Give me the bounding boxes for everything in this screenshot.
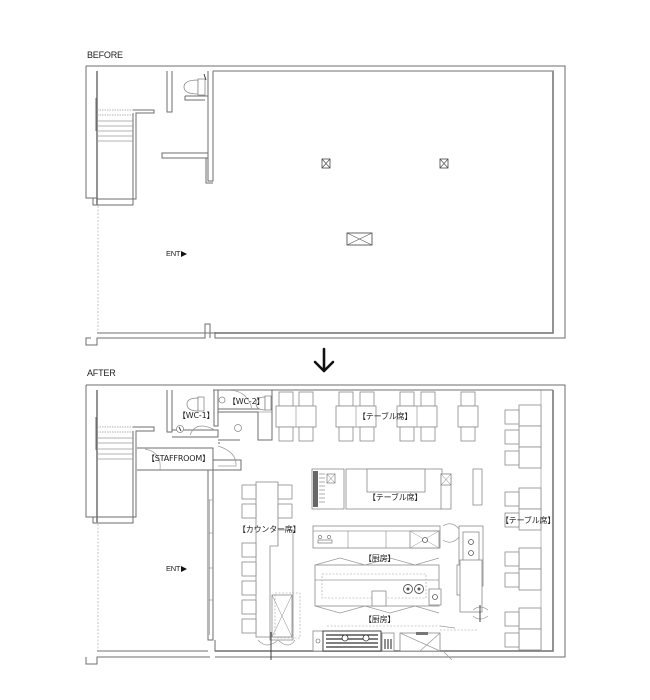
room-label-kitchen-lower: 【厨房】 (364, 615, 396, 624)
door-swing (144, 448, 161, 471)
sink-icon (218, 396, 226, 404)
stairs-icon (97, 109, 133, 142)
kitchen-counter-upper (312, 523, 484, 613)
sink-icon (176, 425, 184, 433)
toilet-icon (255, 395, 272, 411)
before-entrance-label: ENT (166, 249, 188, 258)
room-label-counter: 【カウンター席】 (238, 525, 301, 534)
room-label-table-center: 【テーブル席】 (368, 493, 423, 502)
room-label-kitchen-upper: 【厨房】 (364, 554, 396, 563)
door-swing (217, 445, 237, 467)
before-title: BEFORE (87, 50, 123, 60)
kitchen-counter-lower (312, 625, 478, 661)
after-entrance-label: ENT (166, 564, 188, 573)
after-walls (85, 384, 566, 665)
ceiling-vent-icon (439, 158, 449, 169)
kitchen-island (314, 557, 489, 622)
toilet-icon (183, 73, 207, 96)
stairs-icon (97, 426, 133, 460)
sink-icon (234, 424, 242, 432)
entrance-arrow-icon (181, 565, 188, 572)
entrance-arrow-icon (181, 250, 188, 257)
ceiling-vent-icon (321, 158, 331, 169)
counter-seating (241, 481, 301, 660)
door-swing (189, 425, 216, 436)
room-label-table-right: 【テーブル席】 (501, 516, 556, 525)
after-title: AFTER (87, 368, 116, 378)
room-label-wc1: 【WC-1】 (178, 411, 215, 420)
toilet-icon (186, 396, 205, 412)
table-seating-top (275, 391, 479, 442)
room-label-table-top: 【テーブル席】 (358, 412, 413, 421)
central-table (311, 468, 483, 510)
before-walls (85, 65, 566, 346)
room-label-wc2: 【WC-2】 (228, 397, 265, 406)
door-swing (230, 389, 253, 410)
room-label-staffroom: 【STAFFROOM】 (147, 454, 210, 463)
table-seating-right (504, 390, 542, 651)
ceiling-vent-large-icon (346, 232, 373, 246)
